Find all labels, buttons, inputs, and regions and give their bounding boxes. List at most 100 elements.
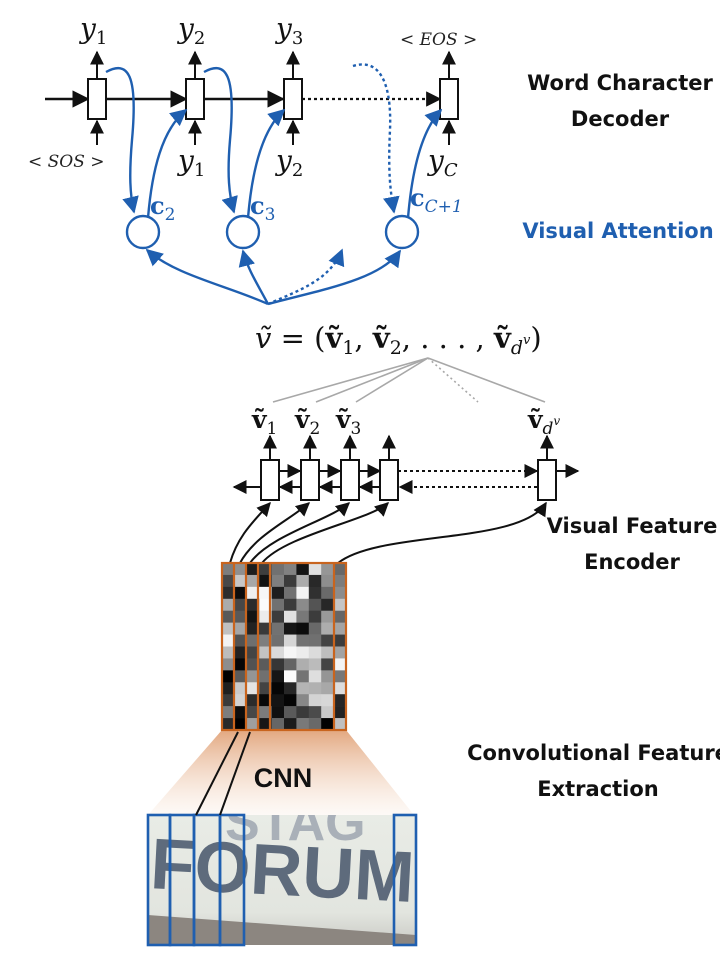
feature-cell: [333, 563, 347, 576]
feature-cell: [222, 622, 235, 635]
encoder-output-3: ṽ3: [335, 405, 361, 439]
feature-cell: [246, 563, 260, 576]
window-to-column-line: [195, 731, 239, 816]
encoder-label: Visual Feature: [547, 514, 718, 538]
feature-cell: [296, 694, 310, 707]
feature-cell: [333, 586, 347, 600]
feature-cell: [271, 682, 285, 695]
feature-cell: [333, 694, 347, 707]
feature-cell: [308, 682, 322, 695]
feature-cell: [308, 718, 322, 731]
feature-cell: [296, 682, 310, 695]
feature-cell: [259, 563, 272, 576]
feature-cell: [246, 574, 260, 588]
feature-cell: [284, 694, 297, 707]
feature-cell: [271, 598, 285, 612]
decoder-cell: [439, 78, 459, 120]
feature-cell: [308, 574, 322, 588]
feature-cell: [284, 706, 297, 719]
encoder-cell: [260, 459, 280, 501]
feature-cell: [259, 646, 272, 659]
feature-cell: [234, 622, 248, 635]
feature-cell: [321, 718, 334, 731]
feature-cell: [333, 670, 347, 683]
feature-cell: [246, 658, 260, 671]
feature-cell: [333, 622, 347, 635]
feature-cell: [296, 610, 310, 623]
feature-cell: [284, 670, 297, 683]
encoder-label-2: Encoder: [584, 550, 680, 574]
feature-cell: [284, 563, 297, 576]
encoder-output-d: ṽdv: [527, 405, 560, 439]
feature-cell: [222, 598, 235, 612]
encoder-section: ṽ1 ṽ2 ṽ3 ṽdv: [229, 405, 718, 574]
attention-node: [225, 214, 261, 250]
feature-cell: [271, 610, 285, 623]
feature-cell: [296, 563, 310, 576]
feature-cell: [308, 622, 322, 635]
context-arrow: [146, 108, 188, 219]
feature-cell: [333, 634, 347, 647]
feature-cell: [296, 574, 310, 588]
feature-cell: [333, 574, 347, 588]
feature-cell: [271, 706, 285, 719]
feature-cell: [234, 574, 248, 588]
feature-cell: [271, 694, 285, 707]
feature-cell: [222, 646, 235, 659]
feature-cell: [296, 718, 310, 731]
feature-cell: [333, 682, 347, 695]
feature-cell: [333, 610, 347, 623]
feature-cell: [222, 682, 235, 695]
cnn-projection-cone: [148, 730, 414, 815]
cnn-section-label: Convolutional Feature: [467, 741, 720, 765]
feature-cell: [333, 646, 347, 659]
context-label-2: c2: [150, 191, 175, 225]
feature-cell: [284, 598, 297, 612]
feature-cell: [271, 670, 285, 683]
feature-cell: [246, 694, 260, 707]
attention-query-arrow: [105, 66, 139, 214]
feature-cell: [321, 658, 334, 671]
feature-to-attention-arrow: [145, 248, 269, 306]
feature-cell: [308, 658, 322, 671]
sos-token: < SOS >: [28, 152, 105, 172]
attention-query-arrow: [203, 66, 238, 214]
feature-cell: [308, 646, 322, 659]
feature-cell: [296, 670, 310, 683]
feature-cell: [234, 658, 248, 671]
feature-to-attention-arrow: [238, 249, 270, 305]
feature-cell: [222, 610, 235, 623]
feature-cell: [222, 718, 235, 731]
feature-cell: [234, 610, 248, 623]
encoder-cell: [537, 459, 557, 501]
feature-cell: [259, 598, 272, 612]
input-label-c: yC: [426, 144, 458, 181]
feature-cell: [321, 586, 334, 600]
feature-cell: [296, 634, 310, 647]
encoder-output-1: ṽ1: [251, 405, 277, 439]
output-label-2: y2: [176, 12, 205, 49]
equation-fan-lines: [272, 357, 546, 403]
encoder-cell: [340, 459, 360, 501]
feature-cell: [246, 646, 260, 659]
feature-cell: [222, 574, 235, 588]
feature-cell: [308, 610, 322, 623]
feature-cell: [296, 598, 310, 612]
feature-cell: [259, 586, 272, 600]
feature-cell: [333, 658, 347, 671]
feature-cell: [234, 670, 248, 683]
cnn-feature-map: [222, 563, 347, 731]
attention-node: [125, 214, 161, 250]
feature-cell: [259, 718, 272, 731]
feature-cell: [321, 598, 334, 612]
feature-to-attention-arrow: [267, 249, 401, 306]
window-to-column-line: [219, 731, 251, 816]
context-arrow: [406, 108, 443, 219]
feature-cell: [246, 598, 260, 612]
feature-cell: [284, 646, 297, 659]
feature-cell: [234, 634, 248, 647]
feature-cell: [259, 574, 272, 588]
feature-cell: [284, 658, 297, 671]
feature-cell: [234, 598, 248, 612]
